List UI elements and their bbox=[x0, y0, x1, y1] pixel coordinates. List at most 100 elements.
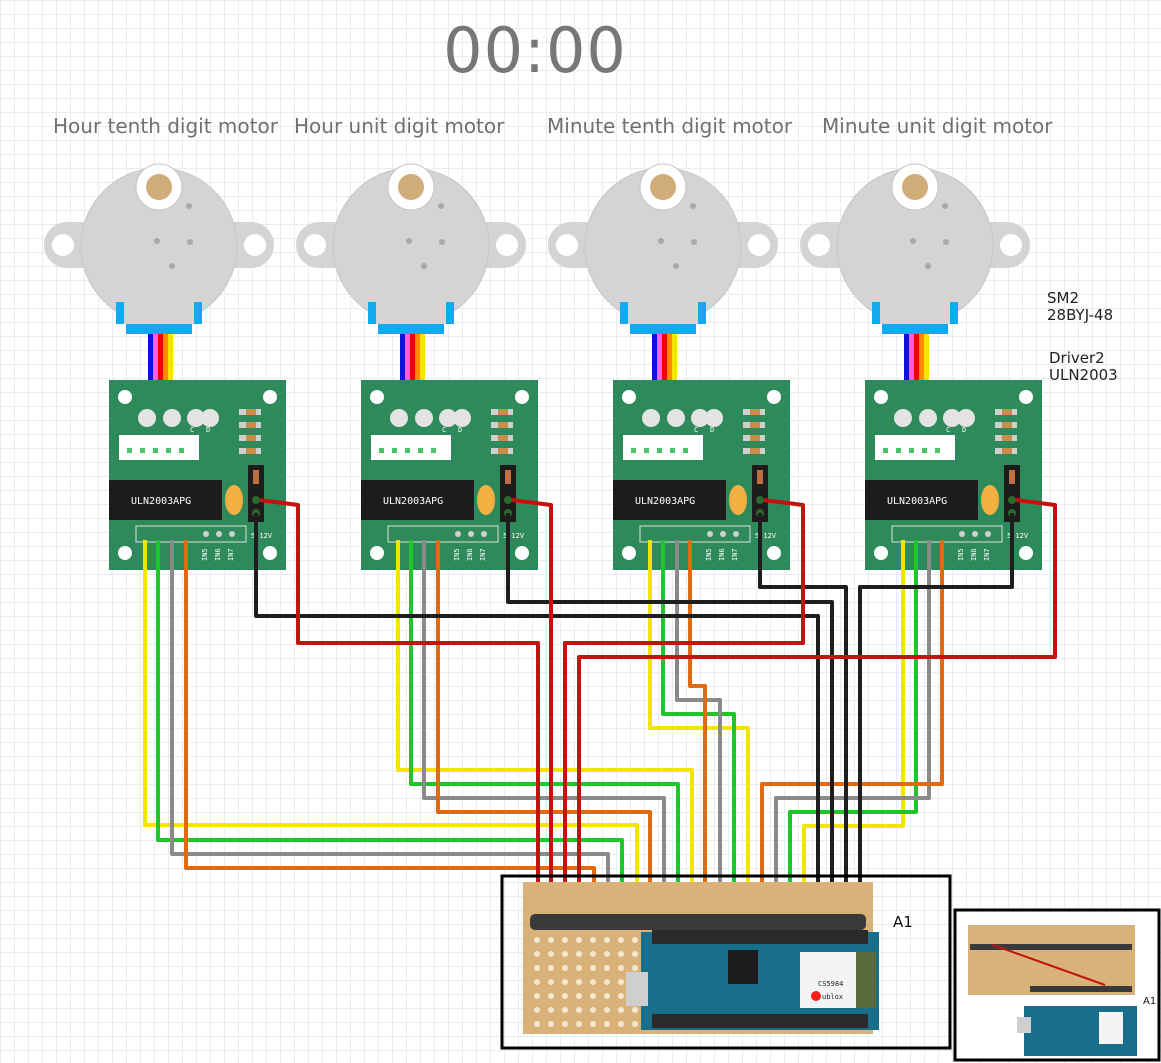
perf-hole bbox=[632, 951, 638, 957]
perf-hole bbox=[618, 1007, 624, 1013]
wire-ground-driver1[interactable] bbox=[254, 513, 820, 922]
wire-coil-c-driver4[interactable] bbox=[774, 540, 931, 924]
perf-hole bbox=[562, 993, 568, 999]
perf-hole bbox=[576, 1007, 582, 1013]
pin-header-bottom bbox=[652, 1014, 868, 1028]
perf-hole bbox=[534, 1007, 540, 1013]
perf-hole bbox=[534, 1021, 540, 1027]
perf-hole bbox=[590, 1021, 596, 1027]
perf-hole bbox=[604, 965, 610, 971]
inset-controller-ref-label: A1 bbox=[1143, 996, 1157, 1007]
perf-hole bbox=[632, 1021, 638, 1027]
stepper-motor-minute-tenth bbox=[547, 163, 779, 387]
perf-hole bbox=[562, 979, 568, 985]
wire-power-driver3[interactable] bbox=[563, 498, 805, 922]
mcu-chip bbox=[728, 950, 758, 984]
perf-hole bbox=[534, 965, 540, 971]
perf-hole bbox=[548, 1021, 554, 1027]
svg-text:CS5984: CS5984 bbox=[818, 980, 843, 988]
perf-hole bbox=[576, 993, 582, 999]
perf-hole bbox=[534, 937, 540, 943]
wire-coil-b-driver4[interactable] bbox=[788, 540, 918, 924]
motor-label-minute-tenth: Minute tenth digit motor bbox=[547, 114, 793, 138]
perf-hole bbox=[618, 951, 624, 957]
inset-usb-port bbox=[1017, 1017, 1031, 1033]
perf-hole bbox=[590, 1007, 596, 1013]
perf-hole bbox=[548, 937, 554, 943]
antenna bbox=[856, 952, 876, 1008]
perf-hole bbox=[590, 965, 596, 971]
perf-hole bbox=[604, 979, 610, 985]
perf-hole bbox=[576, 979, 582, 985]
perf-hole bbox=[618, 993, 624, 999]
perf-hole bbox=[618, 1021, 624, 1027]
perf-hole bbox=[534, 951, 540, 957]
driver-ref: Driver2 bbox=[1049, 349, 1105, 367]
wire-coil-c-driver3[interactable] bbox=[675, 540, 722, 924]
wire-coil-b-driver2[interactable] bbox=[409, 540, 680, 924]
wire-coil-a-driver3[interactable] bbox=[648, 540, 750, 924]
wire-coil-a-driver2[interactable] bbox=[396, 540, 694, 924]
wire-ground-driver4[interactable] bbox=[858, 513, 1014, 922]
driver-board-hour-tenth bbox=[108, 379, 287, 571]
stepper-motor-hour-unit bbox=[295, 163, 527, 387]
wifi-module bbox=[800, 952, 856, 1008]
clock-display: 00:00 bbox=[443, 14, 627, 87]
motor-label-minute-unit: Minute unit digit motor bbox=[822, 114, 1053, 138]
perf-hole bbox=[548, 951, 554, 957]
driver-board-minute-tenth bbox=[612, 379, 791, 571]
perf-hole bbox=[576, 951, 582, 957]
perf-hole bbox=[590, 979, 596, 985]
driver-board-hour-unit bbox=[360, 379, 539, 571]
wire-power-driver2[interactable] bbox=[511, 498, 553, 922]
svg-text:ublox: ublox bbox=[822, 993, 843, 1001]
inset-wifi-module bbox=[1099, 1012, 1123, 1044]
perf-hole bbox=[534, 993, 540, 999]
driver-model: ULN2003 bbox=[1049, 366, 1118, 384]
perf-hole bbox=[604, 1021, 610, 1027]
perf-hole bbox=[548, 965, 554, 971]
perf-hole bbox=[632, 965, 638, 971]
perf-hole bbox=[590, 993, 596, 999]
motor-label-hour-tenth: Hour tenth digit motor bbox=[53, 114, 278, 138]
wire-coil-d-driver1[interactable] bbox=[184, 540, 596, 924]
perf-hole bbox=[562, 937, 568, 943]
wire-coil-c-driver2[interactable] bbox=[422, 540, 666, 924]
perf-hole bbox=[576, 965, 582, 971]
controller-ref-label: A1 bbox=[893, 913, 913, 931]
wire-coil-b-driver3[interactable] bbox=[661, 540, 736, 924]
perf-hole bbox=[604, 937, 610, 943]
perfboard-holes bbox=[534, 937, 638, 1027]
led-indicator bbox=[811, 991, 821, 1001]
perf-hole bbox=[618, 965, 624, 971]
perf-hole bbox=[562, 1021, 568, 1027]
inset-power-wire bbox=[992, 944, 1106, 986]
perf-hole bbox=[562, 1007, 568, 1013]
perf-hole bbox=[604, 951, 610, 957]
wire-ground-driver2[interactable] bbox=[506, 513, 834, 922]
perf-hole bbox=[618, 937, 624, 943]
stepper-motor-hour-tenth bbox=[43, 163, 275, 387]
pin-header-top bbox=[652, 930, 868, 944]
wire-power-driver4[interactable] bbox=[577, 498, 1057, 922]
perf-hole bbox=[604, 993, 610, 999]
usb-c-port bbox=[626, 972, 648, 1006]
wire-coil-d-driver3[interactable] bbox=[688, 540, 707, 924]
perf-hole bbox=[576, 937, 582, 943]
wire-coil-d-driver2[interactable] bbox=[436, 540, 652, 924]
controller-selection-box[interactable] bbox=[500, 874, 952, 1050]
stepper-motor-minute-unit bbox=[799, 163, 1031, 387]
perf-hole bbox=[618, 979, 624, 985]
inset-perfboard bbox=[968, 925, 1135, 995]
inset-header-bottom bbox=[1030, 986, 1132, 992]
perf-hole bbox=[562, 965, 568, 971]
wire-coil-d-driver4[interactable] bbox=[760, 540, 944, 924]
motor-model: 28BYJ-48 bbox=[1047, 306, 1114, 324]
wire-power-driver1[interactable] bbox=[259, 498, 540, 922]
perf-hole bbox=[548, 979, 554, 985]
perf-hole bbox=[576, 1021, 582, 1027]
perf-hole bbox=[590, 937, 596, 943]
